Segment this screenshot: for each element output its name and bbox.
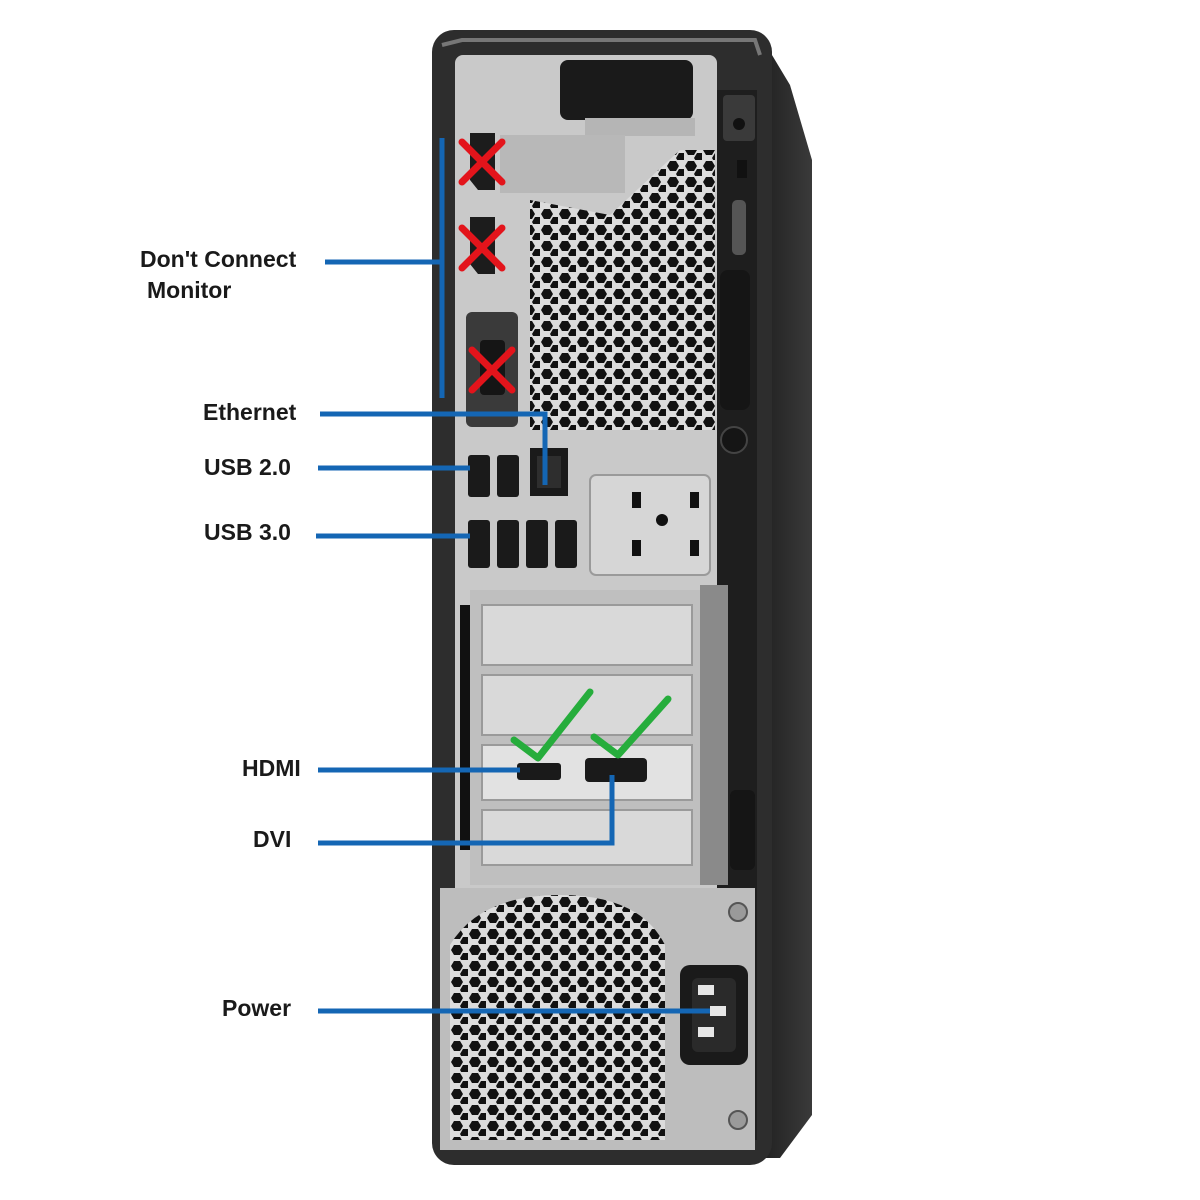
knockout-slot-d bbox=[690, 540, 699, 556]
usb30-port-2 bbox=[497, 520, 519, 568]
check-mark-dvi bbox=[590, 695, 672, 759]
knockout-plate bbox=[589, 474, 711, 576]
audio-jack bbox=[733, 118, 745, 130]
label-dvi: DVI bbox=[253, 826, 292, 852]
thumbscrew-top bbox=[720, 426, 748, 454]
x-mark-displayport-1 bbox=[458, 138, 506, 186]
x-mark-vga bbox=[468, 346, 516, 394]
psu-screw-bottom bbox=[728, 1110, 748, 1130]
callout-line-dvi bbox=[318, 775, 615, 846]
usb30-port-3 bbox=[526, 520, 548, 568]
ethernet-port-inner bbox=[537, 456, 561, 488]
slot-cover-1 bbox=[481, 604, 693, 666]
power-supply bbox=[440, 888, 755, 1150]
check-mark-hdmi bbox=[510, 688, 594, 762]
slot-cover-2 bbox=[481, 674, 693, 736]
callout-lines bbox=[316, 138, 710, 1014]
left-slot-rail bbox=[460, 605, 470, 850]
knockout-hole bbox=[656, 514, 668, 526]
power-pin-2 bbox=[710, 1006, 726, 1016]
top-latch bbox=[560, 60, 693, 120]
usb20-port-1 bbox=[468, 455, 490, 497]
hdmi-port bbox=[517, 763, 561, 780]
label-usb20: USB 2.0 bbox=[204, 454, 291, 480]
psu-screw-top bbox=[728, 902, 748, 922]
power-pin-1 bbox=[698, 985, 714, 995]
label-dont-connect-line1: Don't Connect bbox=[140, 246, 297, 272]
callout-line-ethernet bbox=[320, 411, 548, 485]
label-hdmi: HDMI bbox=[242, 755, 301, 781]
label-ethernet: Ethernet bbox=[203, 399, 297, 425]
dvi-port bbox=[585, 758, 647, 782]
label-usb30: USB 3.0 bbox=[204, 519, 291, 545]
slot-cover-4 bbox=[481, 809, 693, 866]
usb30-port-4 bbox=[555, 520, 577, 568]
upper-vent bbox=[530, 150, 715, 430]
top-area bbox=[500, 60, 755, 454]
lock-slot bbox=[737, 160, 747, 178]
knockout-slot-a bbox=[632, 492, 641, 508]
not-ok-marks bbox=[458, 138, 516, 394]
knockout-slot-c bbox=[632, 540, 641, 556]
psu-fan-grille bbox=[450, 895, 665, 1140]
x-mark-displayport-2 bbox=[458, 224, 506, 272]
case-highlight bbox=[441, 38, 762, 56]
side-port-a bbox=[732, 200, 746, 255]
power-pin-3 bbox=[698, 1027, 714, 1037]
latch-base bbox=[585, 118, 695, 136]
expansion-slots bbox=[460, 585, 755, 885]
label-area bbox=[500, 135, 625, 193]
io-ports bbox=[468, 448, 711, 576]
label-dont-connect-line2: Monitor bbox=[147, 277, 232, 303]
ok-marks bbox=[510, 688, 672, 762]
slot-latch bbox=[700, 585, 728, 885]
usb20-port-2 bbox=[497, 455, 519, 497]
usb30-port-1 bbox=[468, 520, 490, 568]
side-bracket bbox=[720, 270, 750, 410]
label-power: Power bbox=[222, 995, 292, 1021]
right-bracket-lower bbox=[730, 790, 755, 870]
knockout-slot-b bbox=[690, 492, 699, 508]
